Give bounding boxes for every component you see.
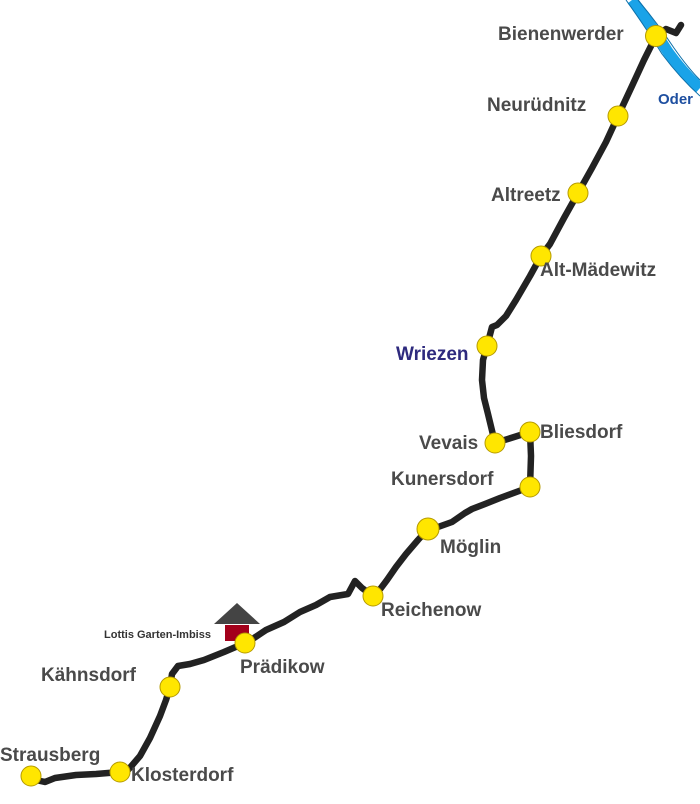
station-marker — [530, 245, 552, 267]
station-marker — [416, 517, 440, 541]
station-label: Strausberg — [0, 745, 100, 766]
station-marker — [362, 585, 384, 607]
station-label: Reichenow — [381, 600, 482, 621]
station-kunersdorf[interactable]: Kunersdorf — [391, 469, 541, 498]
station-label: Bliesdorf — [540, 422, 623, 443]
station-marker — [159, 676, 181, 698]
station-praedikow[interactable]: Prädikow — [234, 632, 325, 678]
station-label: Klosterdorf — [131, 765, 234, 786]
poi-label: Lottis Garten-Imbiss — [104, 629, 211, 641]
station-marker — [476, 335, 498, 357]
station-label: Kunersdorf — [391, 469, 494, 490]
river-label: Oder — [658, 91, 693, 108]
station-wriezen[interactable]: Wriezen — [396, 335, 498, 365]
station-label: Kähnsdorf — [41, 665, 137, 686]
station-label: Bienenwerder — [498, 24, 624, 45]
station-klosterdorf[interactable]: Klosterdorf — [109, 761, 234, 786]
river-oder-bank-left — [625, 0, 700, 97]
station-marker — [645, 25, 667, 47]
station-neuruednitz[interactable]: Neurüdnitz — [487, 95, 629, 127]
station-marker — [109, 761, 131, 783]
station-marker — [607, 105, 629, 127]
station-reichenow[interactable]: Reichenow — [362, 585, 482, 621]
river-oder-bank-right — [637, 0, 700, 81]
station-marker — [567, 182, 589, 204]
station-marker — [519, 476, 541, 498]
station-kaehnsdorf[interactable]: Kähnsdorf — [41, 665, 181, 698]
house-roof-icon — [214, 603, 260, 624]
station-label: Neurüdnitz — [487, 95, 586, 116]
station-alt-maedewitz[interactable]: Alt-Mädewitz — [530, 245, 656, 281]
station-bliesdorf[interactable]: Bliesdorf — [519, 421, 623, 443]
station-label: Altreetz — [491, 185, 561, 206]
station-moeglin[interactable]: Möglin — [416, 517, 501, 558]
station-marker — [484, 432, 506, 454]
station-label: Wriezen — [396, 344, 469, 365]
station-strausberg[interactable]: Strausberg — [0, 745, 100, 787]
station-label: Alt-Mädewitz — [540, 260, 656, 281]
station-label: Prädikow — [240, 657, 325, 678]
station-bienenwerder[interactable]: Bienenwerder — [498, 24, 667, 47]
station-marker — [519, 421, 541, 443]
station-label: Vevais — [419, 433, 478, 454]
station-label: Möglin — [440, 537, 501, 558]
station-marker — [234, 632, 256, 654]
station-vevais[interactable]: Vevais — [419, 432, 506, 454]
station-altreetz[interactable]: Altreetz — [491, 182, 589, 206]
station-marker — [20, 765, 42, 787]
river-oder — [627, 0, 700, 93]
